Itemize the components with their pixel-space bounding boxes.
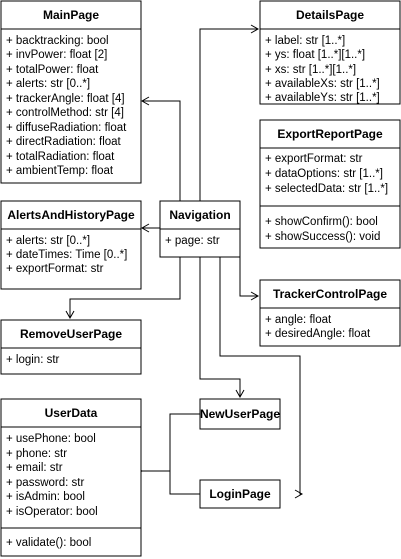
nav-to-main-arrow (140, 96, 181, 201)
class-name: AlertsAndHistoryPage (7, 208, 135, 222)
attribute: + totalRadiation: float (6, 151, 115, 163)
method: + validate(): bool (6, 537, 91, 549)
class-name: NewUserPage (200, 407, 280, 421)
attribute: + exportFormat: str (6, 263, 104, 275)
connectors (65, 24, 304, 499)
attribute: + dateTimes: Time [0..*] (6, 249, 127, 261)
class-name: TrackerControlPage (273, 287, 387, 301)
attribute: + email: str (6, 462, 63, 474)
nav-to-tracker-arrow (220, 256, 260, 301)
class-name: DetailsPage (296, 8, 364, 22)
class-new-user-page: NewUserPage (199, 398, 281, 430)
class-tracker-control-page: TrackerControlPage + angle: float + desi… (259, 279, 401, 347)
attribute: + selectedData: str [1..*] (265, 183, 388, 195)
newuser-inherits-userdata (142, 413, 200, 471)
attribute: + xs: str [1..*][1..*] (265, 64, 356, 76)
attribute: + exportFormat: str (265, 153, 363, 165)
attribute: + page: str (165, 235, 220, 247)
class-user-data: UserData + usePhone: bool + phone: str +… (0, 398, 142, 557)
class-login-page: LoginPage (199, 479, 281, 509)
class-name: ExportReportPage (277, 127, 383, 141)
class-name: Navigation (169, 208, 230, 222)
attribute: + label: str [1..*] (265, 35, 345, 47)
class-name: LoginPage (209, 487, 271, 501)
nav-to-newuser-arrow (199, 257, 245, 399)
attribute: + alerts: str [0..*] (6, 78, 90, 90)
class-main-page: MainPage + backtracking: bool + invPower… (0, 0, 142, 184)
class-name: RemoveUserPage (20, 327, 122, 341)
attribute: + isOperator: bool (6, 506, 98, 518)
class-name: UserData (45, 406, 98, 420)
attribute: + alerts: str [0..*] (6, 235, 90, 247)
nav-to-removeuser-arrow (65, 257, 181, 320)
attribute: + isAdmin: bool (6, 491, 85, 503)
attribute: + dataOptions: str [1..*] (265, 168, 383, 180)
attribute: + totalPower: float (6, 64, 99, 76)
class-alerts-history-page: AlertsAndHistoryPage + alerts: str [0..*… (0, 200, 142, 290)
method: + showSuccess(): void (265, 231, 380, 243)
attribute: + ys: float [1..*][1..*] (265, 49, 365, 61)
class-export-report-page: ExportReportPage + exportFormat: str + d… (259, 119, 401, 249)
attribute: + directRadiation: float (6, 136, 122, 148)
attribute: + ambientTemp: float (6, 165, 114, 177)
class-remove-user-page: RemoveUserPage + login: str (0, 319, 142, 375)
nav-to-login-arrow (219, 257, 304, 499)
attribute: + angle: float (265, 314, 332, 326)
attribute: + phone: str (6, 448, 67, 460)
attribute: + backtracking: bool (6, 35, 109, 47)
method: + showConfirm(): bool (265, 216, 378, 228)
attribute: + invPower: float [2] (6, 49, 107, 61)
attribute: + login: str (6, 354, 60, 366)
attribute: + availableXs: str [1..*] (265, 78, 380, 90)
attribute: + controlMethod: str [4] (6, 107, 124, 119)
attribute: + desiredAngle: float (265, 328, 371, 340)
login-inherits-userdata (169, 471, 200, 495)
class-name: MainPage (43, 8, 99, 22)
attribute: + password: str (6, 477, 84, 489)
attribute: + usePhone: bool (6, 433, 96, 445)
nav-to-details-arrow (199, 24, 260, 201)
attribute: + trackerAngle: float [4] (6, 93, 125, 105)
class-navigation: Navigation + page: str (159, 200, 241, 258)
attribute: + diffuseRadiation: float (6, 122, 127, 134)
class-details-page: DetailsPage + label: str [1..*] + ys: fl… (259, 0, 401, 105)
attribute: + availableYs: str [1..*] (265, 92, 380, 104)
